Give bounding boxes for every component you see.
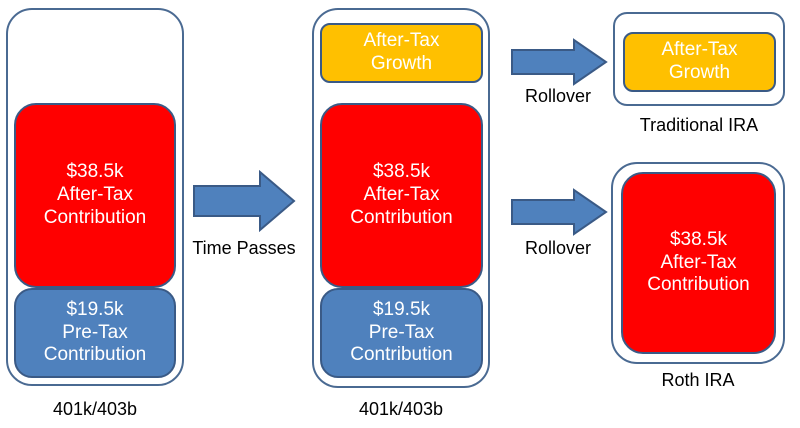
rollover-bottom-label: Rollover (524, 238, 592, 258)
stage1-after-tax-line2: After-Tax (56, 184, 134, 206)
time-passes-label: Time Passes (192, 238, 296, 258)
stage2-growth-line1: After-Tax (363, 30, 440, 52)
roth-ira-after-tax-amount: $38.5k (669, 228, 728, 250)
rollover-bottom-arrow-icon (511, 188, 608, 236)
stage2-growth-line2: Growth (370, 53, 433, 74)
roth-ira-label: Roth IRA (661, 370, 735, 390)
stage1-label: 401k/403b (52, 399, 138, 419)
stage2-after-tax-contribution-block: $38.5k After-Tax Contribution (320, 103, 483, 288)
stage2-after-tax-line2: After-Tax (363, 184, 440, 206)
stage2-after-tax-amount: $38.5k (372, 161, 431, 183)
traditional-ira-growth-line1: After-Tax (661, 39, 738, 61)
stage1-pre-tax-amount: $19.5k (66, 298, 124, 320)
stage2-after-tax-growth-block: After-Tax Growth (320, 23, 483, 83)
time-passes-arrow-icon (193, 170, 296, 232)
stage2-pre-tax-line2: Pre-Tax (368, 321, 435, 343)
roth-ira-after-tax-contribution-block: $38.5k After-Tax Contribution (621, 172, 776, 354)
traditional-ira-growth-line2: Growth (668, 62, 731, 83)
stage1-pre-tax-line3: Contribution (43, 344, 147, 366)
rollover-top-arrow-icon (511, 38, 608, 86)
roth-ira-after-tax-line2: After-Tax (660, 251, 737, 273)
rollover-top-label: Rollover (524, 86, 592, 106)
traditional-ira-label: Traditional IRA (639, 115, 759, 135)
stage1-pre-tax-line2: Pre-Tax (62, 321, 128, 343)
stage2-pre-tax-line3: Contribution (350, 344, 453, 366)
stage2-pre-tax-amount: $19.5k (372, 298, 431, 320)
stage2-pre-tax-contribution-block: $19.5k Pre-Tax Contribution (320, 288, 483, 378)
traditional-ira-after-tax-growth-block: After-Tax Growth (623, 32, 776, 92)
roth-ira-after-tax-line3: Contribution (647, 274, 750, 296)
stage1-after-tax-line3: Contribution (43, 206, 147, 228)
stage2-after-tax-line3: Contribution (350, 206, 453, 228)
stage1-pre-tax-contribution-block: $19.5k Pre-Tax Contribution (14, 288, 176, 378)
stage1-after-tax-amount: $38.5k (66, 161, 124, 183)
stage2-label: 401k/403b (358, 399, 444, 419)
stage1-after-tax-contribution-block: $38.5k After-Tax Contribution (14, 103, 176, 288)
